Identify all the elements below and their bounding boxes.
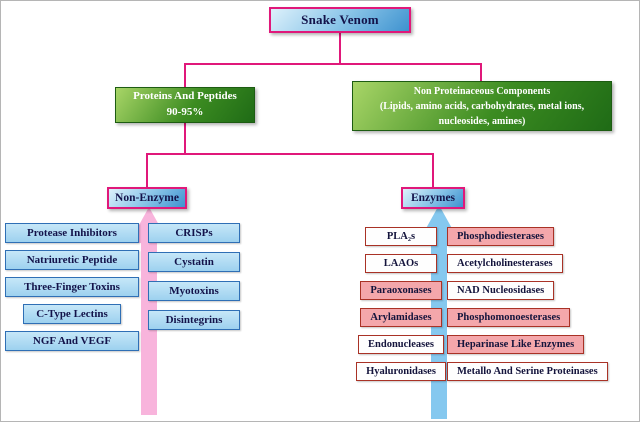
item-endonucleases: Endonucleases xyxy=(358,335,444,354)
connector-line xyxy=(432,153,434,187)
item-phosphodiesterases: Phosphodiesterases xyxy=(447,227,554,246)
node-sublabel: 90-95% xyxy=(166,106,204,118)
connector-line xyxy=(184,123,186,153)
item-myotoxins: Myotoxins xyxy=(148,281,240,301)
item-disintegrins: Disintegrins xyxy=(148,310,240,330)
item-protease-inhibitors: Protease Inhibitors xyxy=(5,223,139,243)
item-three-finger-toxins: Three-Finger Toxins xyxy=(5,277,139,297)
non-enzyme-column-2: CRISPs Cystatin Myotoxins Disintegrins xyxy=(148,223,240,330)
connector-line xyxy=(184,63,482,65)
item-heparinase-like-enzymes: Heparinase Like Enzymes xyxy=(447,335,585,354)
item-cystatin: Cystatin xyxy=(148,252,240,272)
item-phosphomonoesterases: Phosphomonoesterases xyxy=(447,308,571,327)
node-label: Snake Venom xyxy=(301,12,379,27)
node-label: Non-Enzyme xyxy=(115,192,179,204)
item-nad-nucleosidases: NAD Nucleosidases xyxy=(447,281,555,300)
item-hyaluronidases: Hyaluronidases xyxy=(356,362,446,381)
connector-line xyxy=(480,63,482,81)
connector-line xyxy=(146,153,148,187)
item-ngf-and-vegf: NGF And VEGF xyxy=(5,331,139,351)
node-non-enzyme: Non-Enzyme xyxy=(107,187,187,209)
node-label: Proteins And Peptides xyxy=(133,90,237,103)
item-natriuretic-peptide: Natriuretic Peptide xyxy=(5,250,139,270)
item-laaos: LAAOs xyxy=(365,254,437,273)
connector-line xyxy=(184,63,186,87)
enzymes-column-2: Phosphodiesterases Acetylcholinesterases… xyxy=(447,227,608,381)
node-label: Non Proteinaceous Components xyxy=(413,85,551,97)
item-paraoxonases: Paraoxonases xyxy=(360,281,442,300)
node-sublabel: nucleosides, amines) xyxy=(438,115,526,127)
item-metallo-and-serine-proteinases: Metallo And Serine Proteinases xyxy=(447,362,608,381)
item-pla2s: PLA₂s xyxy=(365,227,437,246)
item-crisps: CRISPs xyxy=(148,223,240,243)
node-proteins-and-peptides: Proteins And Peptides 90-95% xyxy=(115,87,255,123)
node-snake-venom: Snake Venom xyxy=(269,7,411,33)
enzymes-column-1: PLA₂s LAAOs Paraoxonases Arylamidases En… xyxy=(353,227,449,381)
item-acetylcholinesterases: Acetylcholinesterases xyxy=(447,254,563,273)
node-non-proteinaceous: Non Proteinaceous Components (Lipids, am… xyxy=(352,81,612,131)
node-enzymes: Enzymes xyxy=(401,187,465,209)
connector-line xyxy=(339,33,341,63)
non-enzyme-column-1: Protease Inhibitors Natriuretic Peptide … xyxy=(5,223,139,351)
item-arylamidases: Arylamidases xyxy=(360,308,442,327)
connector-line xyxy=(146,153,434,155)
node-sublabel: (Lipids, amino acids, carbohydrates, met… xyxy=(379,100,585,112)
item-c-type-lectins: C-Type Lectins xyxy=(23,304,121,324)
node-label: Enzymes xyxy=(410,192,456,204)
